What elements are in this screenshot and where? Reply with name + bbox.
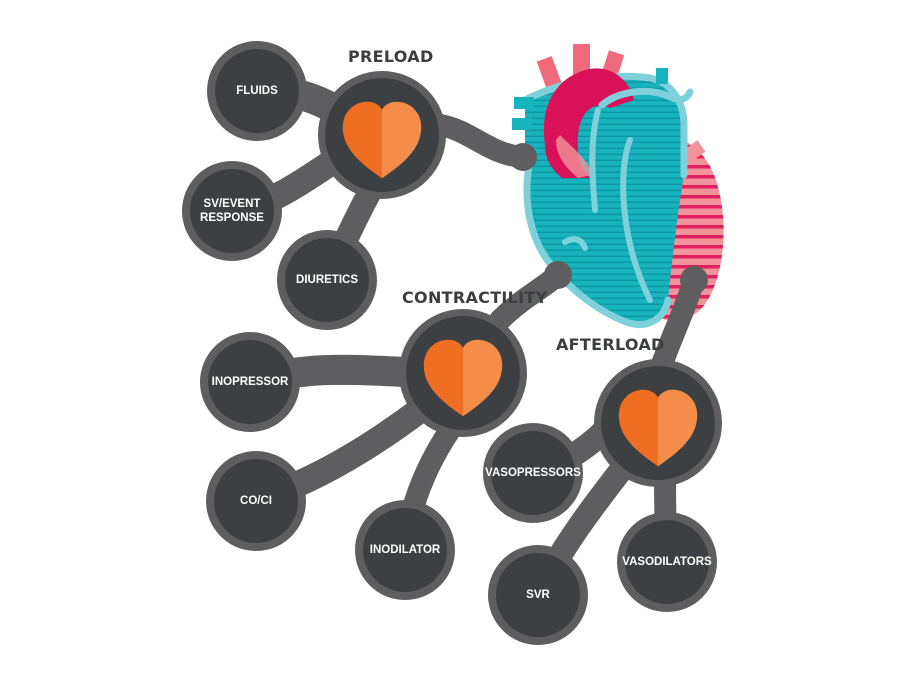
inopressor-label: INOPRESSOR: [211, 376, 289, 388]
svr-label: SVR: [526, 589, 550, 601]
sv-event-response-label: SV/EVENT RESPONSE: [200, 198, 264, 224]
diuretics-label: DIURETICS: [296, 274, 358, 286]
co-ci-label: CO/CI: [240, 495, 272, 507]
contractility-title: CONTRACTILITY: [402, 288, 548, 307]
afterload-title: AFTERLOAD: [556, 335, 665, 354]
vasodilators-label: VASODILATORS: [622, 556, 712, 568]
item-nodes: [182, 41, 717, 645]
preload-title: PRELOAD: [348, 47, 434, 66]
contractility-hub: [399, 309, 527, 437]
afterload-hub: [594, 359, 722, 487]
fluids-label: FLUIDS: [236, 85, 278, 97]
contractility-connector-tip: [544, 261, 572, 289]
afterload-connector-tip: [680, 266, 708, 294]
vasopressors-label: VASOPRESSORS: [485, 467, 581, 479]
inodilator-label: INODILATOR: [369, 544, 441, 556]
preload-connector-tip: [509, 143, 537, 171]
preload-hub: [318, 71, 446, 199]
